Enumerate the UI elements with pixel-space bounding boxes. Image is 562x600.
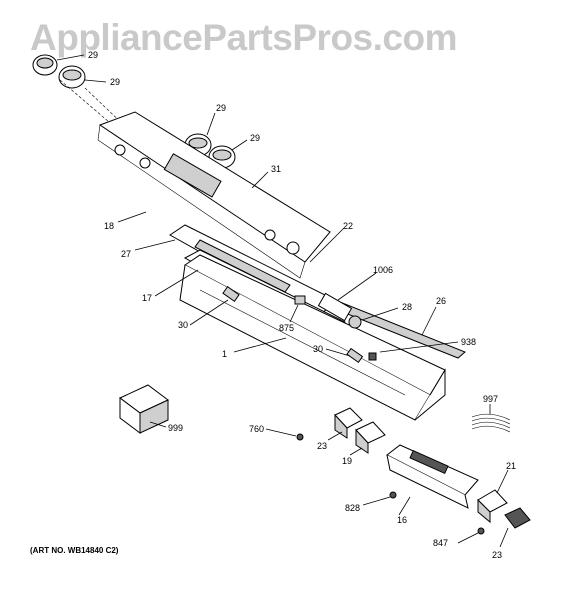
label-19: 19 — [342, 456, 352, 466]
control-board-16 — [386, 444, 479, 509]
label-22: 22 — [343, 221, 353, 231]
label-29-b: 29 — [110, 77, 120, 87]
label-30-a: 30 — [178, 320, 188, 330]
bracket-23-a — [334, 407, 363, 439]
housing-1 — [179, 254, 446, 421]
label-760: 760 — [249, 424, 264, 434]
leader-lines — [56, 54, 509, 548]
box-999 — [119, 384, 169, 434]
component-938 — [368, 352, 377, 361]
label-29-c: 29 — [216, 103, 226, 113]
screw-760 — [296, 433, 304, 441]
component-1006 — [317, 292, 353, 322]
label-16: 16 — [397, 515, 407, 525]
knob-29-b — [58, 65, 86, 89]
label-828: 828 — [345, 503, 360, 513]
label-17: 17 — [142, 293, 152, 303]
label-1006: 1006 — [373, 265, 393, 275]
harness-997 — [471, 413, 511, 433]
label-30-b: 30 — [313, 344, 323, 354]
label-938: 938 — [461, 337, 476, 347]
label-29-a: 29 — [88, 50, 98, 60]
art-number: (ART NO. WB14840 C2) — [30, 546, 119, 555]
label-997: 997 — [483, 394, 498, 404]
label-28: 28 — [402, 302, 412, 312]
label-29-d: 29 — [250, 133, 260, 143]
label-21: 21 — [506, 461, 516, 471]
label-26: 26 — [436, 296, 446, 306]
bracket-19 — [355, 421, 386, 454]
control-panel-18 — [97, 111, 331, 279]
watermark: AppliancePartsPros.com — [30, 17, 457, 58]
component-30b — [346, 347, 364, 363]
label-23-b: 23 — [492, 550, 502, 560]
label-847: 847 — [433, 538, 448, 548]
screw-847 — [477, 527, 485, 535]
label-999: 999 — [168, 423, 183, 433]
knob-29-a — [32, 54, 58, 76]
screw-828 — [389, 491, 397, 499]
bracket-21 — [477, 489, 508, 524]
label-1: 1 — [222, 349, 227, 359]
label-31: 31 — [271, 164, 281, 174]
bracket-23-b — [504, 507, 531, 529]
component-30a — [222, 286, 240, 302]
label-23-a: 23 — [317, 441, 327, 451]
label-18: 18 — [104, 221, 114, 231]
component-875 — [294, 295, 306, 305]
component-28 — [348, 315, 362, 329]
label-875: 875 — [279, 323, 294, 333]
label-27: 27 — [121, 249, 131, 259]
